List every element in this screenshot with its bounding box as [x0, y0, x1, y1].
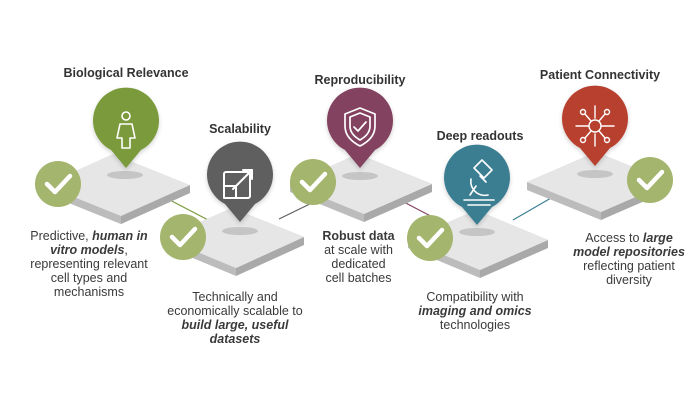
desc-text: diversity — [606, 273, 652, 287]
microscope-icon — [463, 159, 495, 206]
check-reproducibility — [290, 159, 336, 205]
step-title-deep-readouts: Deep readouts — [436, 129, 524, 143]
step-description-deep-readouts: Compatibility with imaging and omics tec… — [400, 290, 550, 332]
desc-emphasis: datasets — [209, 332, 261, 346]
expand-arrow-icon — [223, 169, 253, 199]
desc-text: economically scalable to — [167, 304, 303, 318]
desc-text: dedicated — [331, 257, 386, 271]
check-scalability — [160, 214, 206, 260]
step-title-scalability: Scalability — [209, 122, 271, 136]
desc-text: technologies — [439, 318, 511, 332]
desc-text: reflecting patient — [583, 259, 675, 273]
step-title-biological-relevance: Biological Relevance — [63, 66, 189, 80]
desc-text: cell batches — [325, 271, 392, 285]
pin-patient-connectivity — [562, 85, 629, 166]
desc-text: mechanisms — [53, 285, 125, 299]
connector-line — [512, 197, 552, 221]
check-biological-relevance — [35, 161, 81, 207]
desc-emphasis: model repositories — [573, 245, 685, 259]
network-people-icon — [575, 105, 615, 147]
desc-text: at scale with — [324, 243, 393, 257]
step-description-biological-relevance: Predictive, human in vitro models, repre… — [14, 229, 164, 299]
desc-emphasis: Robust data — [322, 229, 395, 243]
check-deep-readouts — [407, 215, 453, 261]
desc-emphasis: vitro models — [50, 243, 125, 257]
step-title-reproducibility: Reproducibility — [314, 73, 406, 87]
desc-emphasis: imaging and omics — [418, 304, 532, 318]
desc-text: Access to — [585, 231, 643, 245]
desc-text: cell types and — [50, 271, 128, 285]
check-patient-connectivity — [627, 157, 673, 203]
pin-biological-relevance — [93, 87, 159, 168]
step-description-patient-connectivity: Access to large model repositories refle… — [560, 231, 698, 287]
desc-emphasis: large — [642, 231, 673, 245]
desc-emphasis: build large, useful — [181, 318, 289, 332]
pin-deep-readouts — [444, 144, 510, 225]
desc-text: , — [124, 243, 128, 257]
platform-patient-connectivity — [527, 152, 670, 220]
desc-text: representing relevant — [30, 257, 148, 271]
desc-text: Predictive, — [30, 229, 93, 243]
desc-text: Technically and — [192, 290, 278, 304]
desc-emphasis: human in — [92, 229, 148, 243]
shield-check-icon — [344, 107, 376, 147]
step-title-patient-connectivity: Patient Connectivity — [539, 68, 661, 82]
step-description-reproducibility: Robust data at scale with dedicated cell… — [306, 229, 411, 285]
connector-line — [165, 197, 213, 223]
person-icon — [116, 111, 136, 149]
step-description-scalability: Technically and economically scalable to… — [150, 290, 320, 346]
desc-text: Compatibility with — [426, 290, 524, 304]
